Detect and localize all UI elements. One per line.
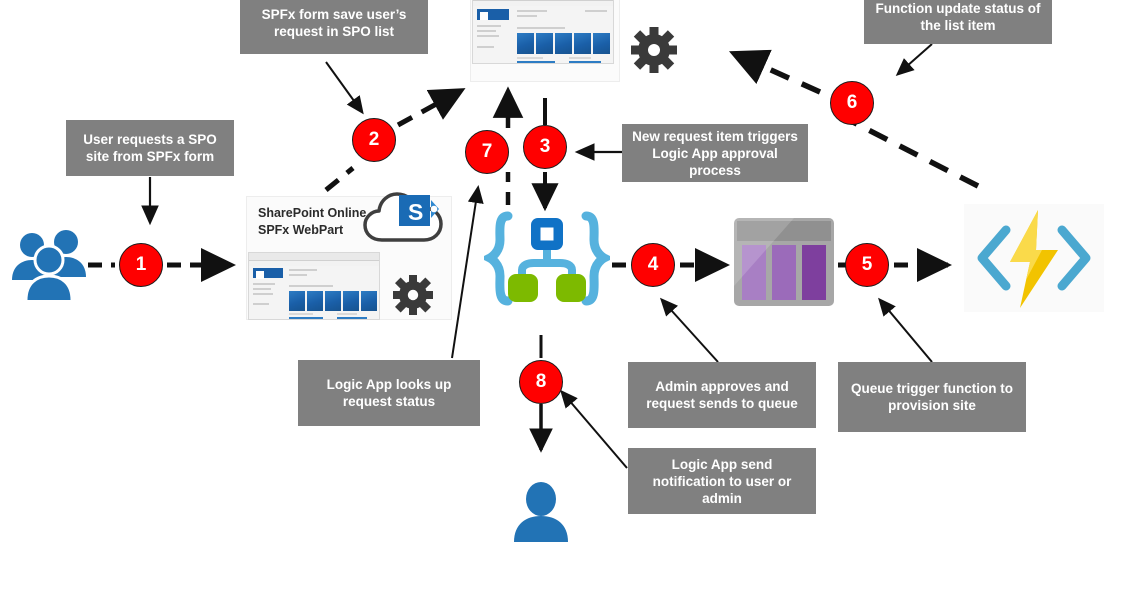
arrow-note-spfxsave-to-step2 (325, 61, 364, 115)
screenshot-nav-line (477, 35, 499, 37)
screenshot-nav-line (253, 283, 275, 285)
note-notify: Logic App send notification to user or a… (628, 448, 816, 514)
screenshot-heading-line (289, 269, 317, 271)
spo-list-screenshot (472, 0, 614, 64)
note-queue-trigger: Queue trigger function to provision site (838, 362, 1026, 432)
note-new-item: New request item triggers Logic App appr… (622, 124, 808, 182)
step-badge-5-label: 5 (861, 254, 873, 275)
screenshot-nav-line (253, 303, 269, 305)
screenshot-footer-link (517, 61, 555, 63)
step-badge-7-label: 7 (481, 141, 493, 162)
arrow-note-lookup-to-step7 (451, 185, 484, 359)
screenshot-nav-line (477, 46, 494, 48)
step-badge-8[interactable]: 8 (519, 360, 563, 404)
step-badge-3[interactable]: 3 (523, 125, 567, 169)
screenshot-tile (307, 291, 323, 311)
screenshot-footer-link (569, 61, 601, 63)
step-badge-4[interactable]: 4 (631, 243, 675, 287)
step-badge-2-label: 2 (368, 129, 380, 150)
gear-icon (392, 274, 434, 316)
arrow-note-queuetrig-to-step5 (878, 297, 933, 363)
note-func-update: Function update status of the list item (864, 0, 1052, 44)
step-badge-6-label: 6 (846, 92, 858, 113)
note-user-request: User requests a SPO site from SPFx form (66, 120, 234, 176)
azure-logic-app-icon (479, 208, 615, 318)
note-func-update-text: Function update status of the list item (875, 1, 1041, 33)
screenshot-tile (517, 33, 534, 54)
screenshot-titlebar (473, 0, 613, 1)
note-lookup: Logic App looks up request status (298, 360, 480, 426)
user-icon (508, 482, 574, 544)
screenshot-tile (361, 291, 377, 311)
svg-text:S: S (408, 199, 423, 225)
step-badge-2[interactable]: 2 (352, 118, 396, 162)
step-badge-1[interactable]: 1 (119, 243, 163, 287)
note-user-request-text: User requests a SPO site from SPFx form (83, 132, 217, 164)
step-badge-7[interactable]: 7 (465, 130, 509, 174)
step-badge-5[interactable]: 5 (845, 243, 889, 287)
note-lookup-text: Logic App looks up request status (326, 377, 452, 409)
step-badge-4-label: 4 (647, 254, 659, 275)
spfx-webpart-screenshot (248, 252, 380, 320)
note-admin: Admin approves and request sends to queu… (628, 362, 816, 428)
screenshot-tile (536, 33, 553, 54)
note-admin-text: Admin approves and request sends to queu… (646, 379, 798, 411)
screenshot-footer-line (569, 57, 591, 59)
screenshot-footer-line (337, 313, 357, 315)
screenshot-heading-line (289, 274, 307, 276)
screenshot-heading-line (517, 15, 537, 17)
note-new-item-text: New request item triggers Logic App appr… (632, 128, 798, 178)
azure-storage-queue-icon (732, 216, 836, 308)
arrow-step6-head (728, 49, 822, 95)
arrow-step2-tail (324, 166, 355, 192)
sharepoint-online-label: SharePoint Online SPFx WebPart (258, 206, 367, 237)
note-notify-text: Logic App send notification to user or a… (652, 456, 792, 506)
screenshot-sub-line (517, 27, 565, 29)
azure-function-icon (964, 204, 1104, 312)
screenshot-nav-line (477, 30, 496, 32)
screenshot-ribbon (473, 1, 613, 6)
note-queue-trigger-text: Queue trigger function to provision site (851, 381, 1013, 413)
screenshot-heading-line (517, 10, 547, 12)
screenshot-toolbar-line (585, 10, 607, 12)
screenshot-sub-line (289, 285, 333, 287)
step-badge-3-label: 3 (539, 136, 551, 157)
screenshot-site-logo (253, 268, 283, 279)
step-badge-6[interactable]: 6 (830, 81, 874, 125)
step-badge-1-label: 1 (135, 254, 147, 275)
arrow-step2-head (396, 87, 466, 128)
arrow-step6-tail (843, 115, 980, 189)
screenshot-nav-line (253, 293, 273, 295)
screenshot-ribbon (249, 261, 379, 266)
screenshot-site-logo (477, 9, 509, 20)
screenshot-titlebar (249, 253, 379, 261)
arrow-note-admin-to-step4 (659, 297, 719, 363)
screenshot-tile (343, 291, 359, 311)
screenshot-tile (325, 291, 341, 311)
screenshot-tile (593, 33, 610, 54)
screenshot-tile (555, 33, 572, 54)
screenshot-tile (574, 33, 591, 54)
note-spfx-save-text: SPFx form save user’s request in SPO lis… (261, 7, 407, 39)
sharepoint-logo-icon: S (398, 190, 444, 236)
step-badge-8-label: 8 (535, 371, 547, 392)
screenshot-nav-line (477, 25, 501, 27)
gear-icon (630, 26, 678, 74)
screenshot-footer-link (337, 317, 367, 319)
screenshot-footer-line (517, 57, 543, 59)
screenshot-tile (289, 291, 305, 311)
screenshot-footer-link (289, 317, 323, 319)
arrow-note-notify-to-step8 (560, 389, 628, 469)
users-group-icon (8, 228, 90, 304)
arrow-note-funcupdate-to-step6 (895, 43, 933, 76)
screenshot-footer-line (289, 313, 313, 315)
note-spfx-save: SPFx form save user’s request in SPO lis… (240, 0, 428, 54)
screenshot-nav-line (253, 288, 271, 290)
